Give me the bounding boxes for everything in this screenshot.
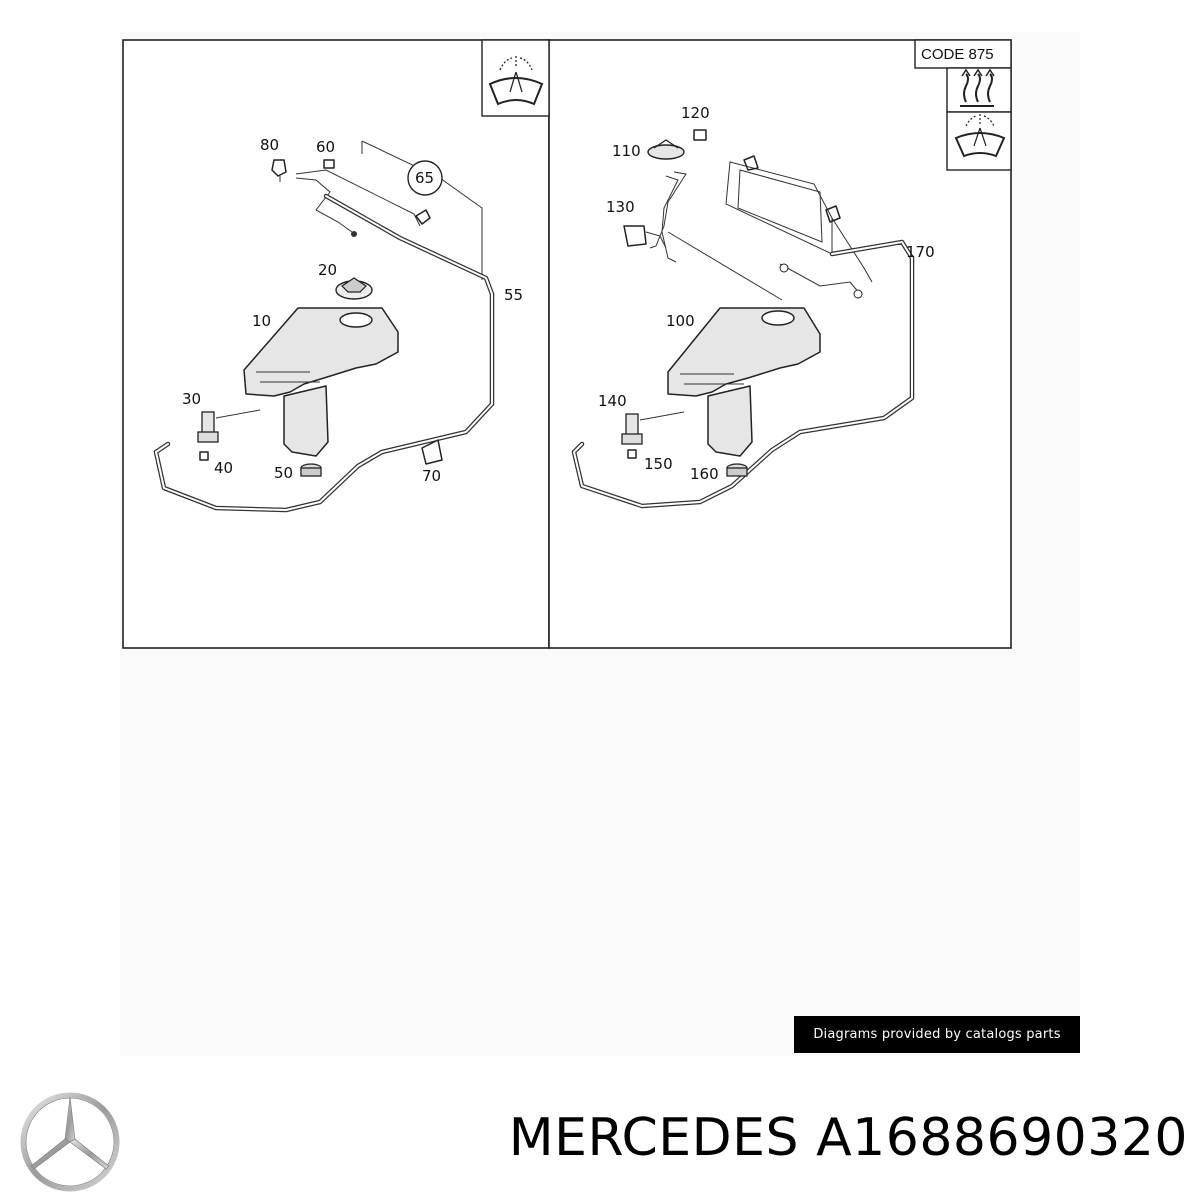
- part-150-grommet: [627, 449, 637, 459]
- callout-80: 80: [260, 136, 279, 154]
- callout-20: 20: [318, 261, 337, 279]
- part-100-reservoir: [667, 307, 821, 457]
- part-10-reservoir: [243, 307, 399, 457]
- hose-lower: [295, 177, 353, 233]
- code-label-box: [914, 39, 1012, 69]
- hose-upper: [295, 169, 421, 227]
- callout-50: 50: [274, 464, 293, 482]
- part-170-heated-hose: [725, 155, 873, 299]
- callout-170: 170: [906, 243, 935, 261]
- part-40-grommet: [199, 451, 209, 461]
- callout-55: 55: [504, 286, 523, 304]
- heated-washer-icon: [946, 67, 1012, 113]
- callout-140: 140: [598, 392, 627, 410]
- product-title: MERCEDES A1688690320: [508, 1108, 1188, 1168]
- code-label: CODE 875: [921, 46, 994, 63]
- callout-30: 30: [182, 390, 201, 408]
- callout-120: 120: [681, 104, 710, 122]
- windshield-washer-icon-right: [946, 111, 1012, 171]
- part-20-cap: [335, 277, 373, 300]
- mercedes-star-logo: [20, 1092, 120, 1192]
- callout-40: 40: [214, 459, 233, 477]
- part-70-clip: [421, 439, 443, 465]
- parts-diagram-area: 80 60 65 20 55 10 30 40 50 70 CODE 875: [120, 32, 1080, 1056]
- callout-65: 65: [415, 169, 434, 187]
- part-130-sensor-harness: [623, 171, 783, 301]
- callout-100: 100: [666, 312, 695, 330]
- callout-60: 60: [316, 138, 335, 156]
- part-80-nozzle: [271, 159, 287, 182]
- callout-150: 150: [644, 455, 673, 473]
- callout-65-circle: [407, 160, 443, 196]
- part-30-pump: [197, 409, 261, 443]
- parts-diagram: 80 60 65 20 55 10 30 40 50 70 CODE 875: [122, 39, 1012, 649]
- part-160-grommet: [726, 463, 748, 477]
- callout-10: 10: [252, 312, 271, 330]
- leader-65: [361, 140, 483, 280]
- callout-70: 70: [422, 467, 441, 485]
- callout-110: 110: [612, 142, 641, 160]
- part-110-cap: [647, 139, 685, 160]
- callout-130: 130: [606, 198, 635, 216]
- part-50-grommet: [300, 463, 322, 477]
- part-120-nozzle: [693, 129, 707, 141]
- part-140-pump: [621, 411, 685, 445]
- part-60-fitting: [323, 159, 335, 169]
- credit-badge: Diagrams provided by catalogs parts: [794, 1016, 1080, 1053]
- windshield-washer-icon: [481, 39, 550, 117]
- callout-160: 160: [690, 465, 719, 483]
